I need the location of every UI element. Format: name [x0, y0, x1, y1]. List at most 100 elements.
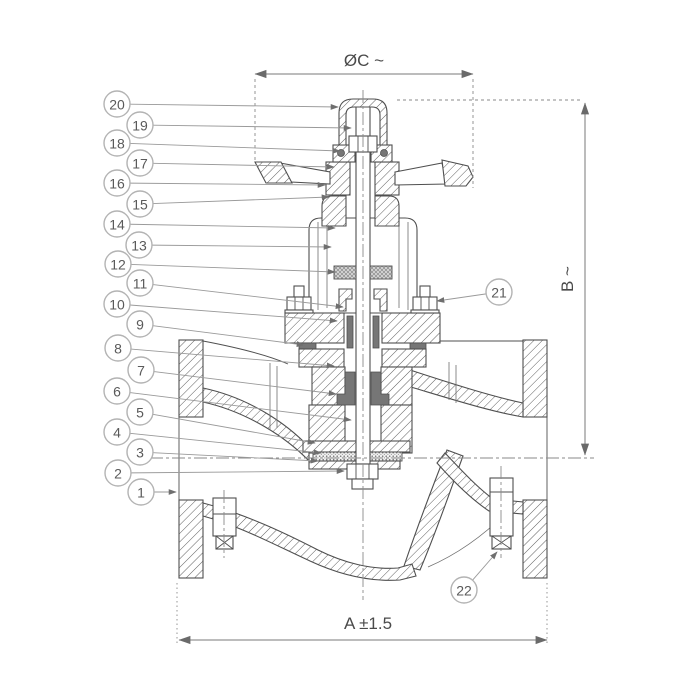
leader-line-3: [152, 452, 319, 464]
balloon-circle-14: [103, 210, 131, 238]
balloon-16: 16: [103, 169, 326, 197]
bonnet-gasket-right: [409, 342, 427, 350]
balloon-9: 9: [126, 310, 305, 347]
balloon-circle-8: [104, 334, 132, 362]
disc-nut-tip: [351, 478, 374, 490]
leader-line-6: [129, 392, 352, 422]
balloon-circle-2: [104, 459, 132, 487]
balloon-5: 5: [126, 398, 316, 445]
balloon-circle-10: [103, 290, 131, 318]
balloon-22: 22: [450, 551, 498, 604]
right-flange-bolt-hole: [489, 477, 514, 537]
balloon-circle-21: [485, 278, 513, 306]
leader-line-17: [152, 162, 335, 170]
right-gland-nut-facets: [420, 297, 430, 310]
balloon-14: 14: [103, 210, 336, 238]
yoke-profile-lines: [317, 222, 409, 310]
balloon-number-14: 14: [109, 217, 125, 233]
balloon-number-13: 13: [131, 238, 147, 254]
dimensions: ØC ~ B ~ A ±1.5: [176, 51, 590, 646]
balloon-circle-4: [103, 418, 131, 446]
balloon-circle-12: [104, 250, 132, 278]
lower-bushing-left: [336, 371, 356, 406]
right-flange-upper: [522, 339, 548, 418]
right-gland-stud: [419, 285, 431, 298]
leader-line-22: [472, 551, 498, 581]
balloon-number-18: 18: [109, 136, 125, 152]
balloon-4: 4: [103, 418, 322, 456]
balloon-number-5: 5: [136, 405, 144, 421]
right-gland-washer: [410, 309, 440, 314]
dim-b-label: B ~: [558, 266, 577, 292]
balloon-number-8: 8: [114, 341, 122, 357]
handwheel-rim-right: [441, 159, 474, 187]
balloon-number-2: 2: [114, 466, 122, 482]
right-flange-nut-x: [491, 535, 512, 550]
balloon-number-17: 17: [132, 156, 148, 172]
balloon-13: 13: [125, 231, 332, 259]
bonnet-gasket-left: [298, 342, 317, 350]
stem-bushing-right: [369, 265, 393, 280]
lower-bushing-right: [370, 371, 390, 406]
leader-line-8: [130, 348, 335, 369]
left-gland-washer: [284, 309, 314, 314]
dim-a-label: A ±1.5: [344, 614, 392, 633]
bottom-shell: [202, 502, 417, 581]
balloon-21: 21: [436, 278, 513, 306]
balloon-6: 6: [103, 377, 352, 422]
balloon-circle-15: [126, 190, 154, 218]
body-neck-flange-left: [298, 348, 345, 368]
leader-line-4: [129, 432, 322, 456]
dim-c-label: ØC ~: [344, 51, 384, 70]
balloon-circle-17: [126, 149, 154, 177]
balloon-20: 20: [103, 90, 339, 118]
leader-line-18: [129, 143, 341, 154]
left-flange-nut-x: [215, 535, 234, 550]
balloon-15: 15: [126, 190, 330, 218]
balloon-number-12: 12: [110, 257, 126, 273]
leader-line-9: [152, 325, 305, 347]
leader-line-20: [129, 103, 339, 110]
balloon-number-16: 16: [109, 176, 125, 192]
disc-nut-hex: [346, 463, 379, 480]
balloon-circle-19: [126, 111, 154, 139]
stem-top-nut-facets: [357, 136, 369, 152]
packing-right: [372, 315, 380, 349]
left-gland-stud: [293, 285, 305, 298]
right-partition-wall: [403, 369, 524, 418]
centerlines: [150, 90, 594, 600]
balloon-3: 3: [126, 438, 319, 466]
leader-line-13: [151, 244, 332, 250]
balloon-circle-22: [450, 576, 478, 604]
balloon-circle-16: [103, 169, 131, 197]
leader-line-21: [436, 293, 487, 303]
body-neck-flange-right: [381, 348, 427, 368]
leader-line-15: [152, 194, 330, 204]
balloon-number-1: 1: [137, 485, 145, 501]
balloon-circle-11: [126, 269, 154, 297]
balloon-10: 10: [103, 290, 338, 324]
balloon-number-4: 4: [113, 425, 121, 441]
collar-pin-right: [380, 149, 388, 157]
leader-line-7: [153, 371, 337, 397]
balloon-circle-3: [126, 438, 154, 466]
leader-line-10: [129, 304, 338, 324]
right-gland-nut: [412, 296, 438, 311]
balloon-circle-6: [103, 377, 131, 405]
balloon-number-9: 9: [136, 317, 144, 333]
balloon-number-11: 11: [133, 276, 148, 292]
balloon-18: 18: [103, 129, 341, 157]
balloon-12: 12: [104, 250, 336, 278]
balloon-number-3: 3: [136, 445, 144, 461]
gland-follower-right: [373, 288, 388, 312]
packing-left: [346, 315, 354, 349]
bonnet-slab-right: [381, 312, 441, 344]
stem-cap: [338, 98, 388, 146]
stem-bushing-left: [333, 265, 357, 280]
leader-line-2: [130, 468, 345, 474]
body-top-surface-left: [202, 340, 289, 365]
yoke-sleeve-right: [374, 195, 400, 227]
balloon-1: 1: [127, 478, 177, 506]
